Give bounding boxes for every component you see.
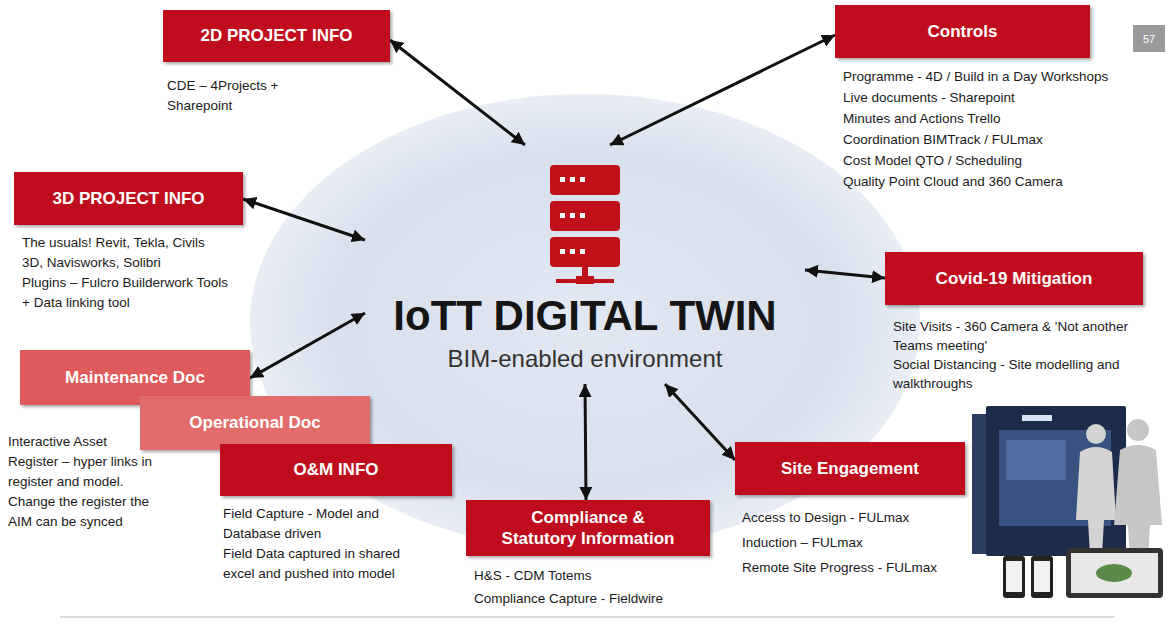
heading-text: Controls [928, 21, 998, 42]
topic-node: 3D PROJECT INFO The usuals! Revit, Tekla,… [14, 172, 243, 313]
heading-text: Covid-19 Mitigation [936, 268, 1093, 289]
link-arrow [390, 40, 525, 145]
link-arrow [805, 270, 885, 278]
hub-node: IoTT DIGITAL TWIN BIM-enabled environment [365, 145, 805, 384]
detail-block: The usuals! Revit, Tekla, Civils 3D, Nav… [14, 233, 229, 313]
detail-text: Plugins – Fulcro Builderwork Tools + Dat… [22, 273, 229, 313]
detail-text: Induction – FULmax [742, 530, 960, 555]
detail-text: Field Capture - Model and Database drive… [223, 504, 425, 544]
topic-node: 2D PROJECT INFO CDE – 4Projects + Sharepo… [163, 10, 390, 116]
heading-text: O&M INFO [294, 459, 379, 480]
detail-block: Field Capture - Model and Database drive… [220, 504, 425, 584]
heading-text: Operational Doc [189, 412, 320, 433]
link-arrow [610, 35, 835, 145]
detail-text: Remote Site Progress - FULmax [742, 555, 960, 580]
heading-text: Compliance & Statutory Information [496, 507, 680, 550]
heading-box: Controls [835, 5, 1090, 58]
detail-text: Cost Model QTO / Scheduling [843, 150, 1153, 171]
link-arrow [250, 313, 365, 378]
detail-text: Access to Design - FULmax [742, 505, 960, 530]
heading-box: O&M INFO [220, 444, 452, 496]
hub-title: IoTT DIGITAL TWIN [365, 293, 805, 339]
kiosk-illustration [972, 406, 1163, 598]
page-number: 57 [1133, 25, 1165, 52]
topic-node: O&M INFO Field Capture - Model and Databa… [220, 444, 452, 584]
heading-box: 2D PROJECT INFO [163, 10, 390, 62]
heading-box: Compliance & Statutory Information [466, 500, 710, 556]
server-icon [550, 165, 620, 284]
footer-rule [60, 617, 1115, 618]
detail-block: Access to Design - FULmaxInduction – FUL… [735, 505, 960, 580]
link-arrow [585, 384, 586, 500]
heading-text: 3D PROJECT INFO [52, 188, 204, 209]
heading-box: 3D PROJECT INFO [14, 172, 243, 225]
detail-text: Quality Point Cloud and 360 Camera [843, 171, 1153, 192]
topic-node: Compliance & Statutory InformationH&S - … [466, 500, 728, 610]
link-arrow [665, 384, 735, 460]
detail-text: Site Visits - 360 Camera & 'Not another … [893, 317, 1150, 355]
heading-text: 2D PROJECT INFO [200, 25, 352, 46]
topic-node: ControlsProgramme - 4D / Build in a Day … [835, 5, 1153, 192]
detail-text: Live documents - Sharepoint [843, 87, 1153, 108]
heading-box: Site Engagement [735, 442, 965, 495]
heading-box: Operational Doc [140, 396, 370, 450]
detail-text: H&S - CDM Totems [474, 564, 728, 587]
heading-text: Site Engagement [781, 458, 919, 479]
detail-text: Programme - 4D / Build in a Day Workshop… [843, 66, 1153, 87]
detail-text: CDE – 4Projects + Sharepoint [167, 76, 303, 116]
detail-text: Minutes and Actions Trello [843, 108, 1153, 129]
detail-text: The usuals! Revit, Tekla, Civils 3D, Nav… [22, 233, 229, 273]
detail-block: Programme - 4D / Build in a Day Workshop… [835, 66, 1153, 192]
note-text: Interactive Asset Register – hyper links… [8, 432, 154, 532]
heading-box: Covid-19 Mitigation [885, 252, 1143, 305]
topic-node: Covid-19 MitigationSite Visits - 360 Cam… [885, 252, 1150, 393]
topic-node: Operational Doc [140, 396, 370, 450]
topic-node: Site EngagementAccess to Design - FULmax… [735, 442, 965, 580]
detail-text: Field Data captured in shared excel and … [223, 544, 425, 584]
detail-block: Site Visits - 360 Camera & 'Not another … [885, 317, 1150, 393]
detail-text: Social Distancing - Site modelling and w… [893, 355, 1150, 393]
link-arrow [243, 199, 365, 240]
detail-block: H&S - CDM TotemsCompliance Capture - Fie… [466, 564, 728, 610]
detail-block: CDE – 4Projects + Sharepoint [163, 76, 303, 116]
detail-text: Coordination BIMTrack / FULmax [843, 129, 1153, 150]
detail-text: Compliance Capture - Fieldwire [474, 587, 728, 610]
heading-text: Maintenance Doc [65, 367, 205, 388]
hub-subtitle: BIM-enabled environment [365, 345, 805, 374]
